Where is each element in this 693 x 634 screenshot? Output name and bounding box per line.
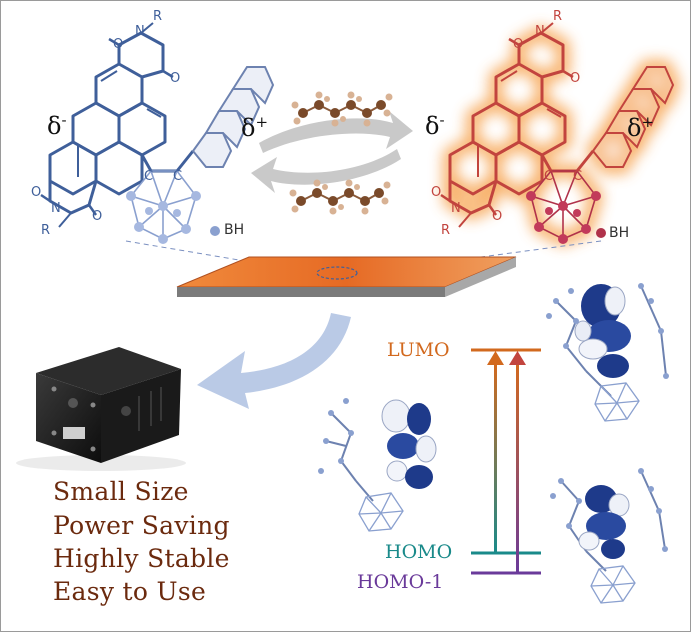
homo-orbital [550,468,668,604]
atom-label-r: R [41,223,51,238]
alkane-molecule-top [291,91,393,127]
atom-label-c: C [144,169,154,184]
atom-label-r: R [153,9,163,24]
left-anthracene [191,66,275,168]
feature-power-saving: Power Saving [53,511,230,540]
atom-label-r: R [441,223,451,238]
sensing-film [176,256,517,297]
right-anthracene [591,66,675,168]
homo-to-lumo-arrow [494,363,497,553]
atom-label-n: N [135,24,145,39]
delta-minus-right: δ- [425,111,445,140]
bh-legend-left: BH [224,222,245,238]
right-boron-atoms [526,191,601,244]
right-carborane [530,170,597,240]
energy-diagram [471,348,541,575]
homo1-orbital [318,398,437,532]
atom-label-n: N [451,201,461,216]
bh-legend-right: BH [609,225,630,241]
left-boron-atoms [126,191,201,244]
atom-label-c: C [544,169,554,184]
left-bh-legend-dot [210,226,220,236]
atom-label-c: C [173,169,183,184]
atom-label-n: N [51,201,61,216]
atom-label-o: O [92,209,103,224]
atom-label-n: N [535,24,545,39]
atom-label-o: O [31,185,42,200]
atom-label-o: O [113,37,124,52]
feature-small-size: Small Size [53,477,189,506]
right-bh-legend-dot [596,228,606,238]
exchange-arrows [251,111,413,193]
lumo-label: LUMO [387,339,450,361]
atom-label-c: C [573,169,583,184]
atom-label-o: O [431,185,442,200]
feature-highly-stable: Highly Stable [53,544,230,573]
delta-minus-left: δ- [47,111,67,140]
atom-label-o: O [513,37,524,52]
atom-label-o: O [492,209,503,224]
atom-label-o: O [170,71,181,86]
device-arrow [197,313,351,409]
sensor-device [16,347,186,471]
homo-label: HOMO [385,541,453,563]
atom-label-o: O [570,71,581,86]
delta-plus-left: δ+ [241,113,269,142]
lumo-orbital [546,283,669,422]
homo1-label: HOMO-1 [357,571,444,593]
left-carborane [130,170,197,240]
delta-plus-right: δ+ [627,113,655,142]
homo1-to-lumo-arrow [516,363,519,573]
alkane-molecule-bottom [289,179,391,215]
atom-label-r: R [553,9,563,24]
feature-easy-to-use: Easy to Use [53,577,207,606]
